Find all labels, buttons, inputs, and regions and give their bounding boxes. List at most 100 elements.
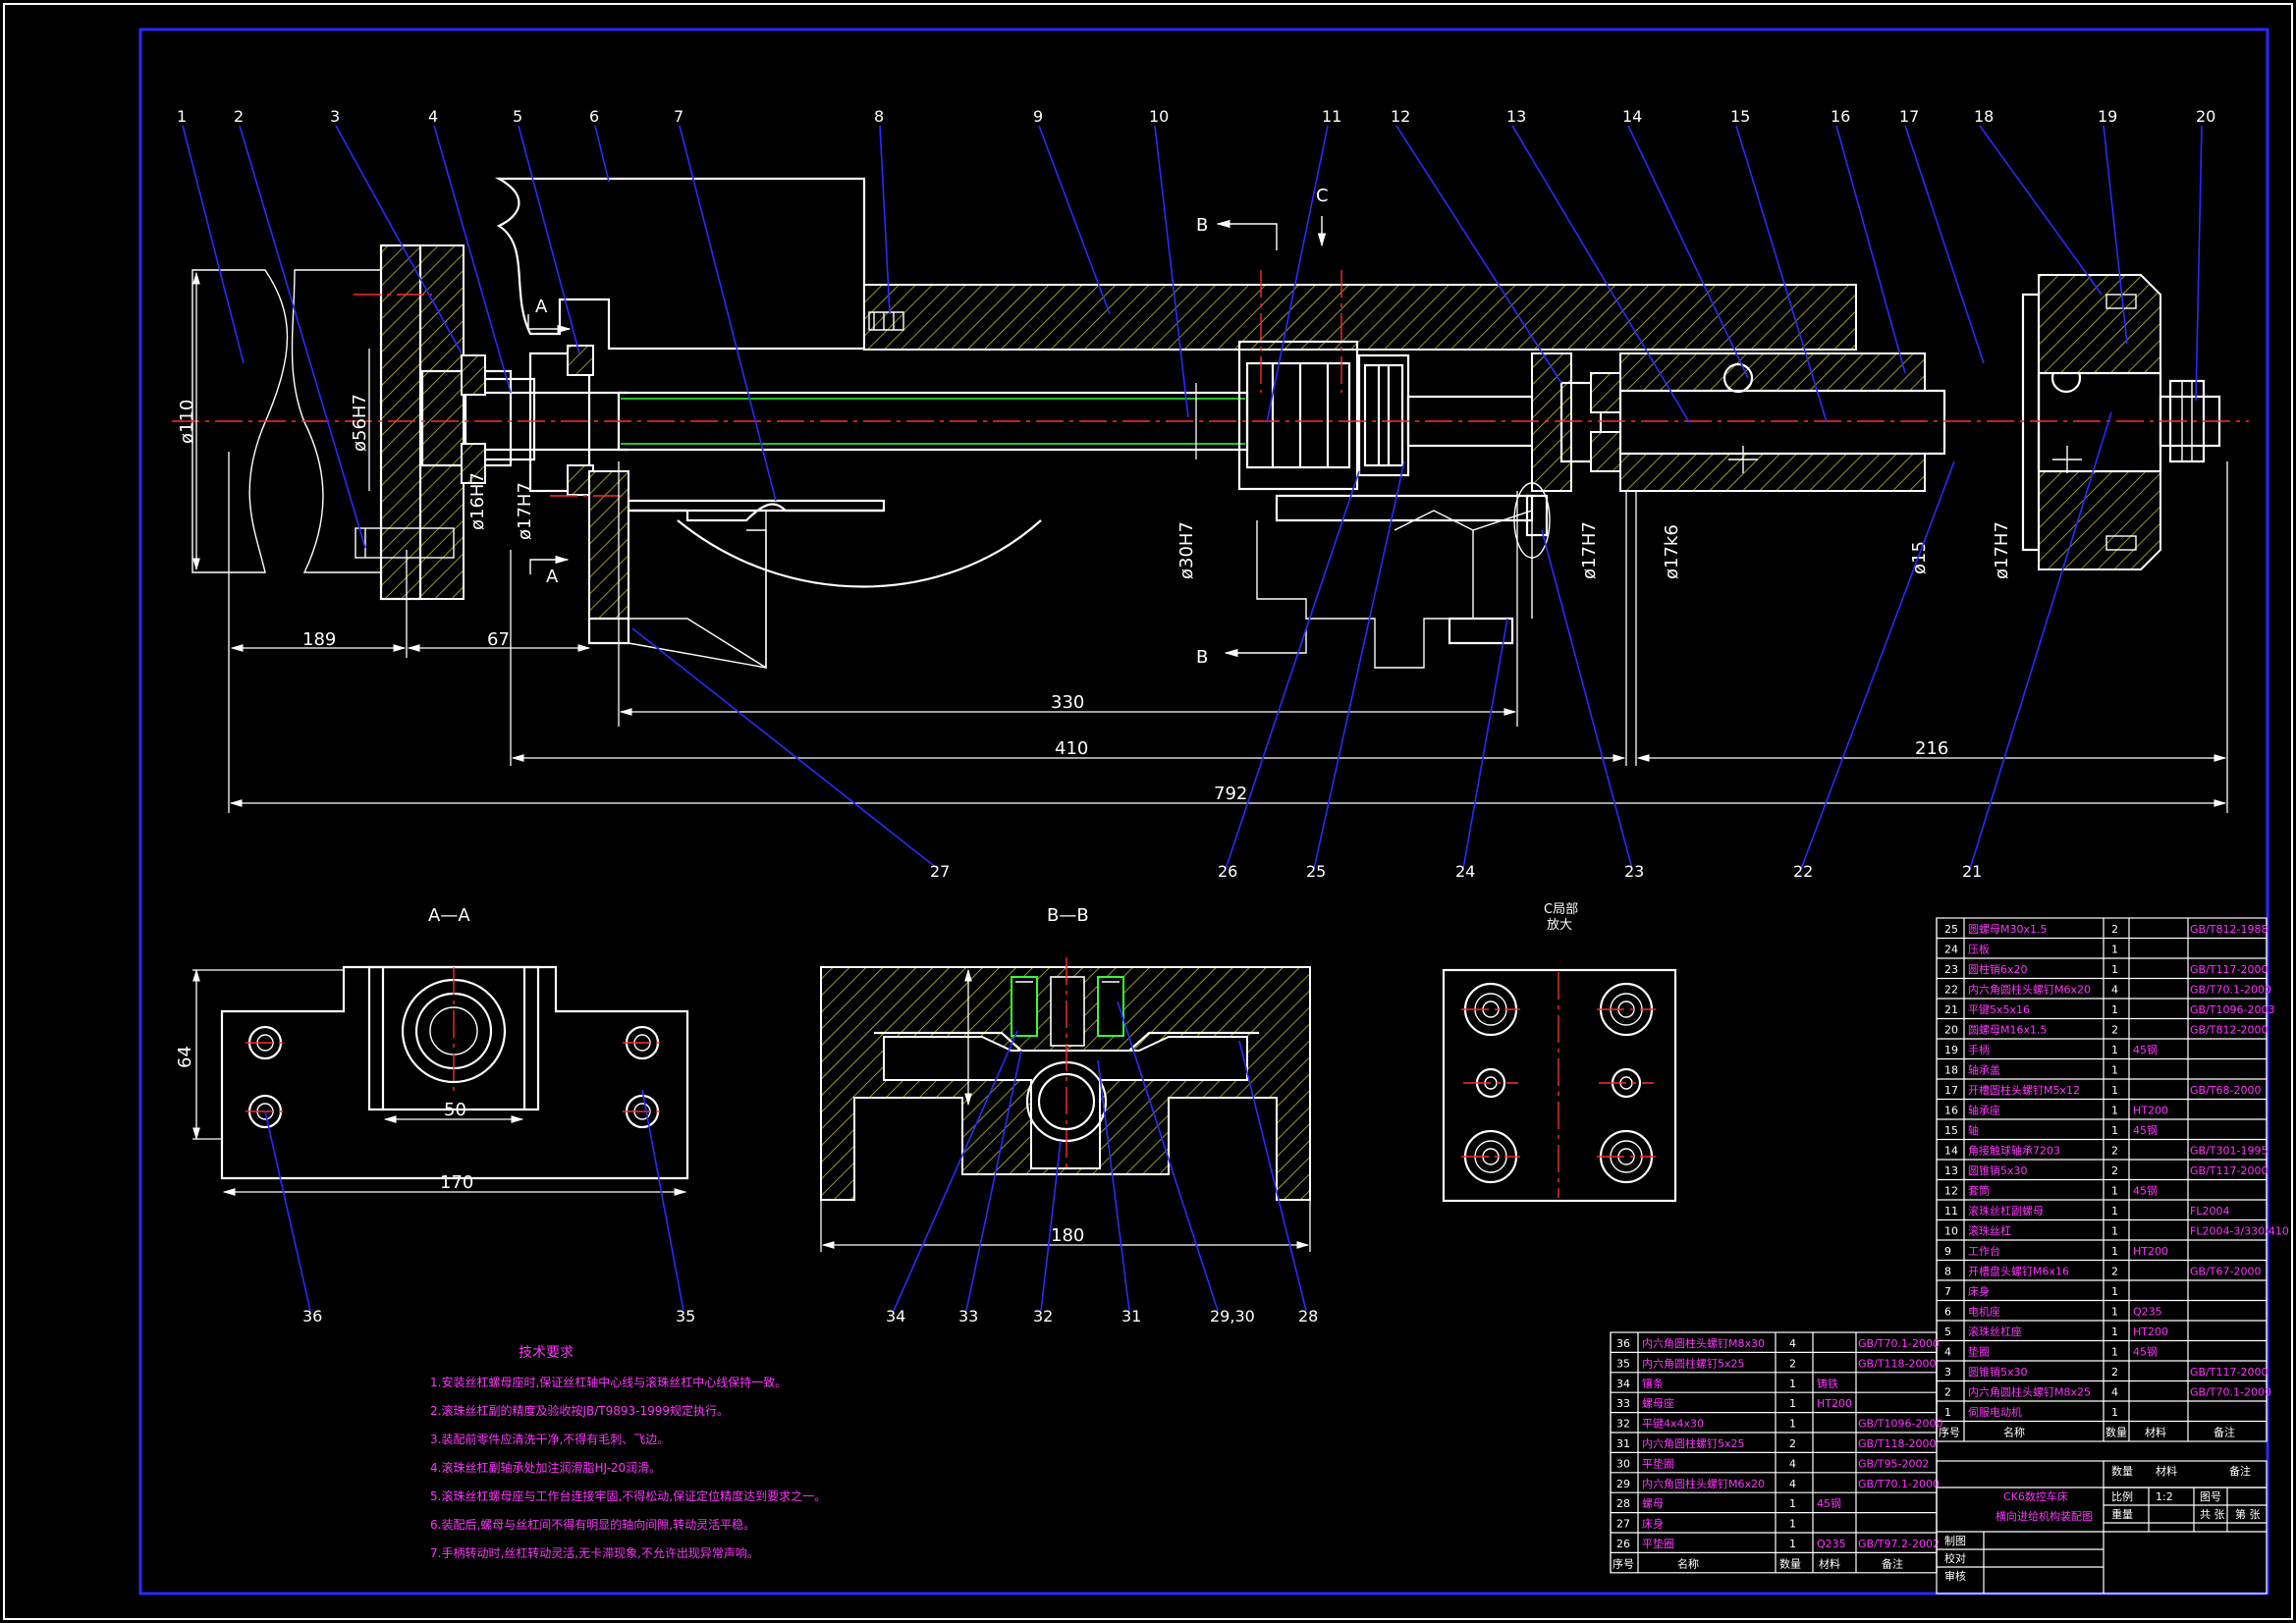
bom-no: 16 bbox=[1944, 1105, 1958, 1117]
bom-standard: GB/T70.1-2000 bbox=[1858, 1478, 1940, 1490]
part-number-29-30: 29,30 bbox=[1210, 1307, 1255, 1325]
bom-material: HT200 bbox=[1817, 1397, 1852, 1410]
tech-line: 5.滚珠丝杠螺母座与工作台连接牢固,不得松动,保证定位精度达到要求之一。 bbox=[430, 1488, 826, 1503]
part-number-7: 7 bbox=[674, 107, 683, 126]
bom-name: 镶条 bbox=[1642, 1377, 1664, 1390]
bom-no: 13 bbox=[1944, 1164, 1958, 1177]
view-c-title-2: 放大 bbox=[1547, 918, 1572, 933]
bom-no: 14 bbox=[1944, 1145, 1958, 1158]
bom-name: 开槽圆柱头螺钉M5x12 bbox=[1968, 1083, 2080, 1097]
bom-name: 工作台 bbox=[1968, 1244, 2000, 1258]
dim-d17a: ø17H7 bbox=[515, 482, 535, 540]
bom-no: 11 bbox=[1944, 1205, 1958, 1217]
bom-qty: 2 bbox=[1789, 1437, 1796, 1450]
bom-standard: GB/T117-2000 bbox=[2190, 1164, 2268, 1177]
leader-lines bbox=[182, 125, 2203, 870]
bom-name: 螺母 bbox=[1642, 1497, 1664, 1510]
bom-qty: 1 bbox=[2111, 944, 2118, 956]
bom-qty: 1 bbox=[1789, 1518, 1796, 1531]
part-number-24: 24 bbox=[1455, 862, 1475, 881]
bom-qty: 2 bbox=[2111, 1164, 2118, 1177]
material-label: 材料 bbox=[2156, 1464, 2177, 1478]
part-number-15: 15 bbox=[1730, 107, 1750, 126]
bom-no: 24 bbox=[1944, 944, 1958, 956]
part-number-34: 34 bbox=[886, 1307, 905, 1325]
bom-name: 开槽盘头螺钉M6x16 bbox=[1968, 1265, 2069, 1278]
bom-no: 26 bbox=[1616, 1538, 1630, 1550]
bom-standard: GB/T68-2000 bbox=[2190, 1084, 2261, 1097]
bom-no: 15 bbox=[1944, 1124, 1958, 1137]
bom-standard: GB/T118-2000 bbox=[1858, 1437, 1936, 1450]
bom-qty: 1 bbox=[2111, 1003, 2118, 1016]
bom-material: 45钢 bbox=[2133, 1185, 2158, 1198]
part-number-32: 32 bbox=[1033, 1307, 1053, 1325]
drawing-no-label: 图号 bbox=[2200, 1490, 2221, 1503]
part-number-26: 26 bbox=[1218, 862, 1237, 881]
bom-no: 20 bbox=[1944, 1024, 1958, 1037]
tech-requirements: 技术要求 1.安装丝杠螺母座时,保证丝杠轴中心线与滚珠丝杠中心线保持一致。2.滚… bbox=[430, 1345, 826, 1560]
part-number-1: 1 bbox=[177, 107, 187, 126]
count-label: 数量 bbox=[2111, 1465, 2133, 1478]
bom-qty: 1 bbox=[2111, 1084, 2118, 1097]
bom-no: 19 bbox=[1944, 1044, 1958, 1056]
bom-name: 轴承座 bbox=[1968, 1104, 2000, 1117]
view-bb: B—B 180 bbox=[820, 905, 1311, 1312]
bom-name: 内六角圆柱头螺钉M6x20 bbox=[1968, 983, 2091, 997]
sheet-label: 共 张 bbox=[2200, 1508, 2225, 1521]
bom-name: 套筒 bbox=[1968, 1184, 1990, 1198]
part-number-17: 17 bbox=[1899, 107, 1919, 126]
bom-header-note: 备注 bbox=[2214, 1426, 2235, 1439]
scale-label: 比例 bbox=[2111, 1489, 2133, 1503]
tech-line: 3.装配前零件应清洗干净,不得有毛刺、飞边。 bbox=[430, 1432, 669, 1446]
dim-189: 189 bbox=[302, 629, 336, 650]
dim-d17k6: ø17k6 bbox=[1662, 524, 1682, 579]
part-number-18: 18 bbox=[1974, 107, 1994, 126]
bom-name: 轴承盖 bbox=[1968, 1063, 2000, 1077]
section-b-bottom: B bbox=[1196, 647, 1208, 668]
bom-name: 圆锥销5x30 bbox=[1968, 1163, 2028, 1177]
bom-standard: GB/T1096-2000 bbox=[1858, 1418, 1942, 1431]
bom-header-no: 序号 bbox=[1939, 1426, 1960, 1439]
bom-header-qty: 数量 bbox=[1779, 1557, 1801, 1570]
dim-d15: ø15 bbox=[1909, 541, 1930, 574]
title-line-1: CK6数控车床 bbox=[2003, 1489, 2068, 1503]
dim-d30: ø30H7 bbox=[1176, 521, 1197, 579]
tech-title: 技术要求 bbox=[519, 1345, 574, 1361]
part-number-14: 14 bbox=[1622, 107, 1642, 126]
part-number-31: 31 bbox=[1121, 1307, 1141, 1325]
dim-170: 170 bbox=[440, 1172, 473, 1193]
bom-no: 4 bbox=[1944, 1346, 1951, 1359]
part-number-5: 5 bbox=[513, 107, 522, 126]
bom-standard: FL2004-3/330/410 bbox=[2190, 1225, 2289, 1238]
bom-name: 垫圈 bbox=[1968, 1345, 1990, 1359]
bom-name: 圆螺母M16x1.5 bbox=[1968, 1024, 2048, 1037]
bom-no: 3 bbox=[1944, 1366, 1951, 1379]
bom-no: 17 bbox=[1944, 1084, 1958, 1097]
part-number-6: 6 bbox=[589, 107, 599, 126]
bom-qty: 1 bbox=[2111, 1205, 2118, 1217]
dim-67: 67 bbox=[487, 629, 510, 650]
bom-name: 内六角圆柱头螺钉M8x25 bbox=[1968, 1385, 2091, 1399]
bom-qty: 4 bbox=[1789, 1457, 1796, 1470]
bom-no: 22 bbox=[1944, 984, 1958, 997]
bom-no: 34 bbox=[1616, 1378, 1630, 1390]
bom-no: 27 bbox=[1616, 1518, 1630, 1531]
bom-material: 45钢 bbox=[2133, 1124, 2158, 1137]
bom-no: 33 bbox=[1616, 1397, 1630, 1410]
part-number-13: 13 bbox=[1506, 107, 1526, 126]
part-number-21: 21 bbox=[1962, 862, 1982, 881]
bom-qty: 1 bbox=[2111, 1225, 2118, 1238]
tech-line: 2.滚珠丝杠副的精度及验收按JB/T9893-1999规定执行。 bbox=[430, 1403, 729, 1418]
part-number-28: 28 bbox=[1298, 1307, 1318, 1325]
bom-name: 压板 bbox=[1968, 943, 1990, 956]
bom-qty: 1 bbox=[1789, 1397, 1796, 1410]
title-line-2: 横向进给机构装配图 bbox=[1995, 1509, 2093, 1523]
tech-line: 6.装配后,螺母与丝杠间不得有明显的轴向间隙,转动灵活平稳。 bbox=[430, 1517, 755, 1532]
bom-qty: 2 bbox=[2111, 1366, 2118, 1379]
bom-standard: GB/T70.1-2000 bbox=[1858, 1337, 1940, 1350]
bom-no: 18 bbox=[1944, 1064, 1958, 1077]
section-a-top: A bbox=[535, 297, 548, 317]
